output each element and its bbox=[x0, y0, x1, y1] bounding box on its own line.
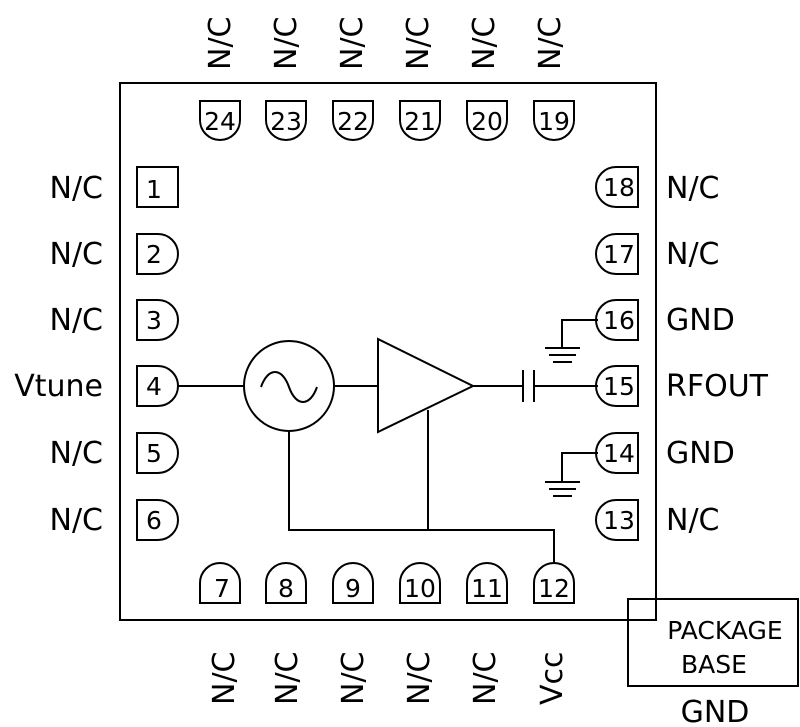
pin-14-number: 14 bbox=[603, 439, 635, 468]
package-base-gnd-label: GND bbox=[681, 695, 750, 727]
pin-12-pad bbox=[533, 562, 575, 604]
pin-1-number: 1 bbox=[146, 175, 162, 204]
pin-16-label: GND bbox=[666, 303, 735, 338]
package-base-line1: PACKAGE bbox=[667, 616, 782, 645]
pin-17-label: N/C bbox=[666, 237, 720, 272]
pin-22-pad bbox=[332, 100, 374, 141]
pin-24-label: N/C bbox=[203, 17, 238, 71]
pin-18-number: 18 bbox=[603, 173, 635, 202]
pin-5-number: 5 bbox=[146, 439, 162, 468]
pin-12-number: 12 bbox=[538, 574, 570, 603]
pin-4-pad bbox=[136, 365, 179, 407]
pin-7-pad bbox=[199, 562, 241, 604]
pin-10-pad bbox=[399, 562, 441, 604]
amplifier-triangle bbox=[377, 337, 476, 434]
pin-3-pad bbox=[136, 299, 179, 341]
pin-16-pad bbox=[595, 299, 639, 341]
pin-10-label: N/C bbox=[402, 652, 437, 706]
pin-15-number: 15 bbox=[603, 372, 635, 401]
pin-21-number: 21 bbox=[404, 107, 436, 136]
pin-1-label: N/C bbox=[50, 171, 104, 206]
vcc-bus-wire bbox=[288, 431, 555, 563]
pin-14-label: GND bbox=[666, 436, 735, 471]
pin-6-label: N/C bbox=[50, 503, 104, 538]
pin-10-number: 10 bbox=[404, 574, 436, 603]
pin-6-number: 6 bbox=[146, 506, 162, 535]
package-base-line2: BASE bbox=[681, 650, 747, 679]
pin-12-label: Vcc bbox=[535, 651, 570, 705]
pin-11-number: 11 bbox=[471, 574, 503, 603]
pin-2-number: 2 bbox=[146, 240, 162, 269]
pin-9-number: 9 bbox=[345, 574, 361, 603]
pin-19-pad bbox=[533, 100, 575, 141]
pin-8-number: 8 bbox=[278, 574, 294, 603]
pin-11-pad bbox=[466, 562, 508, 604]
pin-4-number: 4 bbox=[146, 372, 162, 401]
pin-5-pad bbox=[136, 432, 179, 474]
pin-9-pad bbox=[332, 562, 374, 604]
gnd14-wire bbox=[561, 452, 598, 481]
gnd16-wire bbox=[561, 319, 598, 347]
pin-3-label: N/C bbox=[50, 303, 104, 338]
pin-2-pad bbox=[136, 233, 179, 275]
pin-8-label: N/C bbox=[270, 652, 305, 706]
pin-11-label: N/C bbox=[468, 652, 503, 706]
pin-19-label: N/C bbox=[533, 17, 568, 71]
pin-13-label: N/C bbox=[666, 503, 720, 538]
pin-16-number: 16 bbox=[603, 306, 635, 335]
pin-20-label: N/C bbox=[467, 17, 502, 71]
pin-13-pad bbox=[595, 499, 639, 541]
pin-20-number: 20 bbox=[471, 107, 503, 136]
pin-8-pad bbox=[265, 562, 307, 604]
pin-15-label: RFOUT bbox=[666, 369, 769, 404]
pin-22-number: 22 bbox=[337, 107, 369, 136]
pin-17-number: 17 bbox=[603, 240, 635, 269]
pin-4-label: Vtune bbox=[14, 369, 103, 404]
pin-18-pad bbox=[595, 166, 639, 208]
pin-23-label: N/C bbox=[269, 17, 304, 71]
pin-6-pad bbox=[136, 499, 179, 541]
pin-20-pad bbox=[466, 100, 508, 141]
pin-18-label: N/C bbox=[666, 171, 720, 206]
pin-15-pad bbox=[595, 365, 639, 407]
pin-9-label: N/C bbox=[336, 652, 371, 706]
pin-21-pad bbox=[399, 100, 441, 141]
chip-body bbox=[119, 82, 657, 621]
pin-22-label: N/C bbox=[335, 17, 370, 71]
pin-23-number: 23 bbox=[270, 107, 302, 136]
pin-24-pad bbox=[199, 100, 241, 141]
pin-17-pad bbox=[595, 233, 639, 275]
pin-24-number: 24 bbox=[204, 107, 236, 136]
pin-7-number: 7 bbox=[214, 574, 230, 603]
pin-21-label: N/C bbox=[401, 17, 436, 71]
pin-13-number: 13 bbox=[603, 506, 635, 535]
pin-23-pad bbox=[265, 100, 307, 141]
pin-19-number: 19 bbox=[538, 107, 570, 136]
pin-3-number: 3 bbox=[146, 306, 162, 335]
pin-14-pad bbox=[595, 432, 639, 474]
pin-1-pad bbox=[136, 166, 179, 208]
package-base-box bbox=[627, 598, 799, 687]
pin-5-label: N/C bbox=[50, 436, 104, 471]
pin-2-label: N/C bbox=[50, 237, 104, 272]
sine-wave-icon bbox=[260, 371, 318, 403]
pin-7-label: N/C bbox=[207, 652, 242, 706]
